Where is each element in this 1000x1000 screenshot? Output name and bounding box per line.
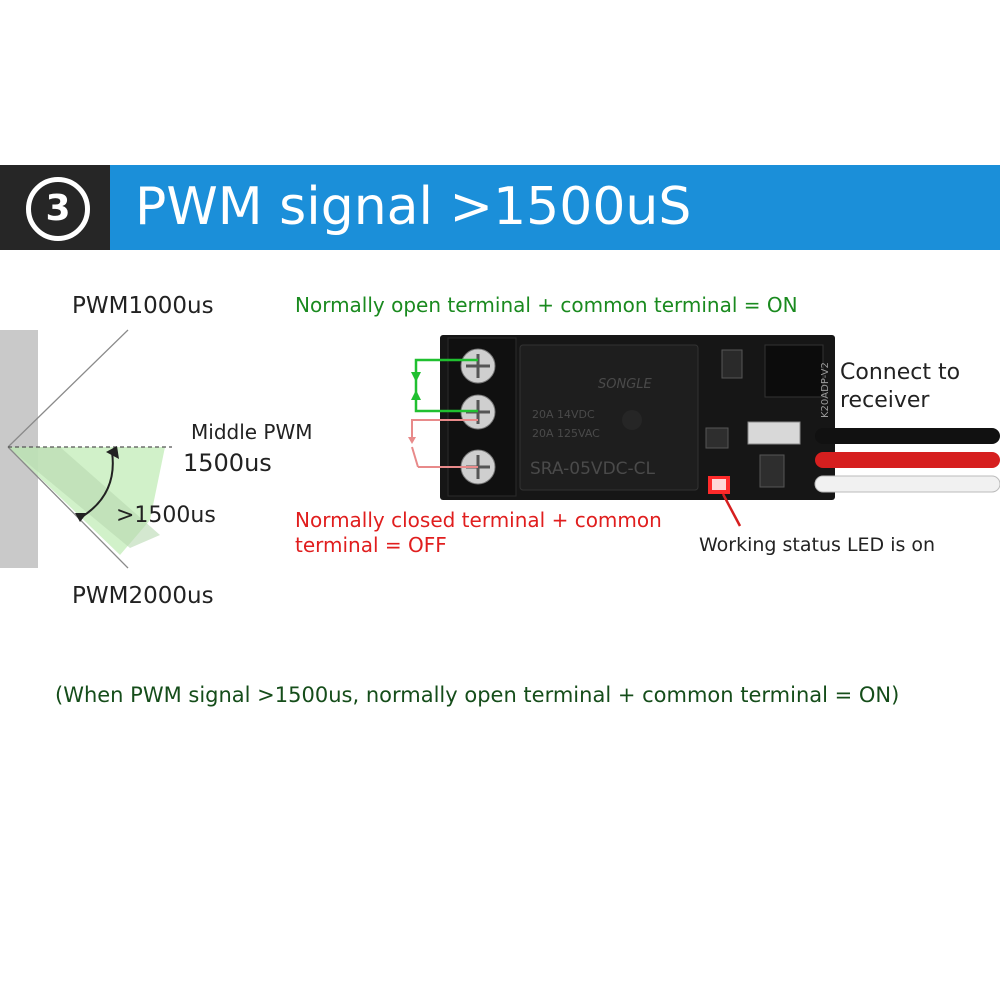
smd-2 [747, 421, 801, 445]
pwm-max-label: PWM2000us [72, 583, 214, 609]
chip [764, 344, 824, 398]
range-label: >1500us [116, 503, 216, 528]
relay-brand: SONGLE [598, 377, 653, 392]
smd-4 [759, 454, 785, 488]
arm-line-2000 [7, 446, 129, 569]
pwm-min-label: PWM1000us [72, 293, 214, 319]
header-banner: 3 PWM signal >1500uS [0, 165, 1000, 250]
step-badge: 3 [0, 165, 110, 250]
wire-white [814, 475, 1000, 493]
nc-terminal-label-line1: Normally closed terminal + common [295, 508, 662, 532]
arm-line-1000 [7, 329, 129, 448]
smd-1 [721, 349, 743, 379]
middle-pwm-label: Middle PWM [191, 420, 313, 444]
no-terminal-label: Normally open terminal + common terminal… [295, 293, 798, 317]
nc-terminal-label: Normally closed terminal + common termin… [295, 508, 662, 558]
led-glow [712, 479, 726, 490]
nc-terminal-label-line2: terminal = OFF [295, 533, 447, 557]
receiver-label-line2: receiver [840, 388, 930, 413]
middle-arm-shadow [8, 447, 160, 548]
relay-rating-1: 20A 14VDC [532, 408, 595, 421]
smd-3 [705, 427, 729, 449]
range-arrow-arc [79, 451, 114, 519]
relay-model: SRA-05VDC-CL [530, 459, 656, 479]
receiver-label-line1: Connect to [840, 360, 961, 385]
arrow-head-top [106, 446, 119, 459]
wire-red [815, 452, 1000, 468]
pcb-code: K20ADP-V2 [820, 362, 831, 418]
nc-connection [408, 419, 478, 468]
terminal-screws [460, 348, 496, 485]
relay-rating-2: 20A 125VAC [532, 427, 600, 440]
led-status-label: Working status LED is on [699, 534, 936, 556]
footer-note: (When PWM signal >1500us, normally open … [55, 683, 900, 707]
led-pointer [721, 493, 742, 527]
relay-body [519, 344, 699, 491]
step-number: 3 [26, 177, 90, 241]
pwm-dial [7, 329, 172, 569]
receiver-label: Connect to receiver [840, 359, 960, 415]
middle-pwm-value: 1500us [183, 449, 272, 477]
relay-board: SONGLE 20A 14VDC 20A 125VAC SRA-05VDC-CL… [440, 335, 1000, 500]
relay-labels: SONGLE 20A 14VDC 20A 125VAC SRA-05VDC-CL [530, 377, 656, 479]
banner-title: PWM signal >1500uS [135, 177, 692, 237]
no-connection [411, 358, 478, 413]
arrow-head-bottom [75, 513, 87, 522]
wire-black [815, 428, 1000, 444]
